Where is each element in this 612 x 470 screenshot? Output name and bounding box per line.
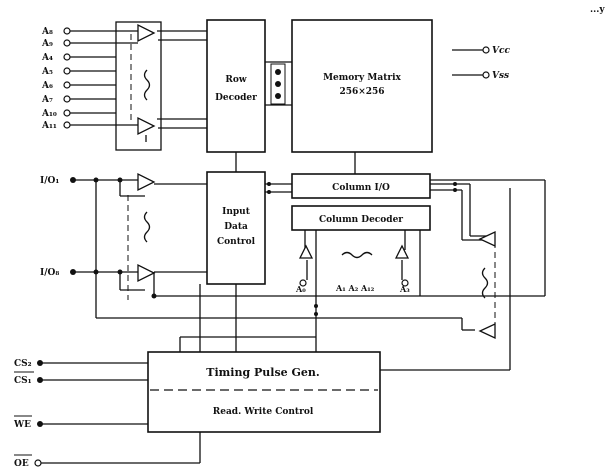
column-io-box <box>291 173 431 199</box>
vss-label: Vss <box>492 71 509 81</box>
memory-matrix-size: 256×256 <box>339 87 384 97</box>
cs1-label: CS₁ <box>14 376 32 386</box>
io-first-label: I/O₁ <box>40 176 59 186</box>
pin-circles <box>34 27 490 467</box>
buffer-triangles <box>137 23 496 340</box>
row-decoder-line2: Decoder <box>215 93 257 103</box>
pin-label: A₇ <box>41 95 53 105</box>
pin-label: A₈ <box>41 27 53 37</box>
pin-label: A₁₁ <box>41 121 57 131</box>
row-decoder-box <box>206 19 266 153</box>
column-address-left: A₀ <box>295 284 306 294</box>
address-buffer-box <box>115 21 162 151</box>
cs2-label: CS₂ <box>14 359 32 369</box>
we-label: WE <box>13 420 31 430</box>
pin-label: A₅ <box>41 67 53 77</box>
vcc-label: Vcc <box>492 46 510 56</box>
pin-label: A₄ <box>41 53 53 63</box>
column-decoder-box <box>291 205 431 231</box>
timing-pulse-gen-label: Timing Pulse Gen. <box>206 366 319 379</box>
pin-label: A₉ <box>41 39 53 49</box>
column-decoder-label: Column Decoder <box>319 215 403 225</box>
memory-matrix-title: Memory Matrix <box>323 73 401 83</box>
column-address-right: A₃ <box>399 284 410 294</box>
corner-mark: ...y <box>590 5 605 15</box>
memory-matrix-box <box>291 19 433 153</box>
address-pin-lines <box>69 30 138 126</box>
timing-rw-block <box>147 351 381 433</box>
row-decoder-line1: Row <box>225 75 246 85</box>
oe-label: OE <box>14 459 29 469</box>
input-data-control-line3: Control <box>217 237 256 247</box>
junction-dots <box>37 69 457 427</box>
read-write-control-label: Read. Write Control <box>213 407 314 417</box>
pin-label: A₁₀ <box>41 109 57 119</box>
input-data-control-line2: Data <box>224 222 248 232</box>
pin-label: A₆ <box>41 81 53 91</box>
input-data-control-line1: Input <box>222 207 251 217</box>
io-last-label: I/O₈ <box>40 268 59 278</box>
column-address-middle: A₁ A₂ A₁₂ <box>335 283 375 293</box>
address-pin-labels: A₈ A₉ A₄ A₅ A₆ A₇ A₁₀ A₁₁ <box>41 27 57 131</box>
column-io-label: Column I/O <box>332 183 390 193</box>
